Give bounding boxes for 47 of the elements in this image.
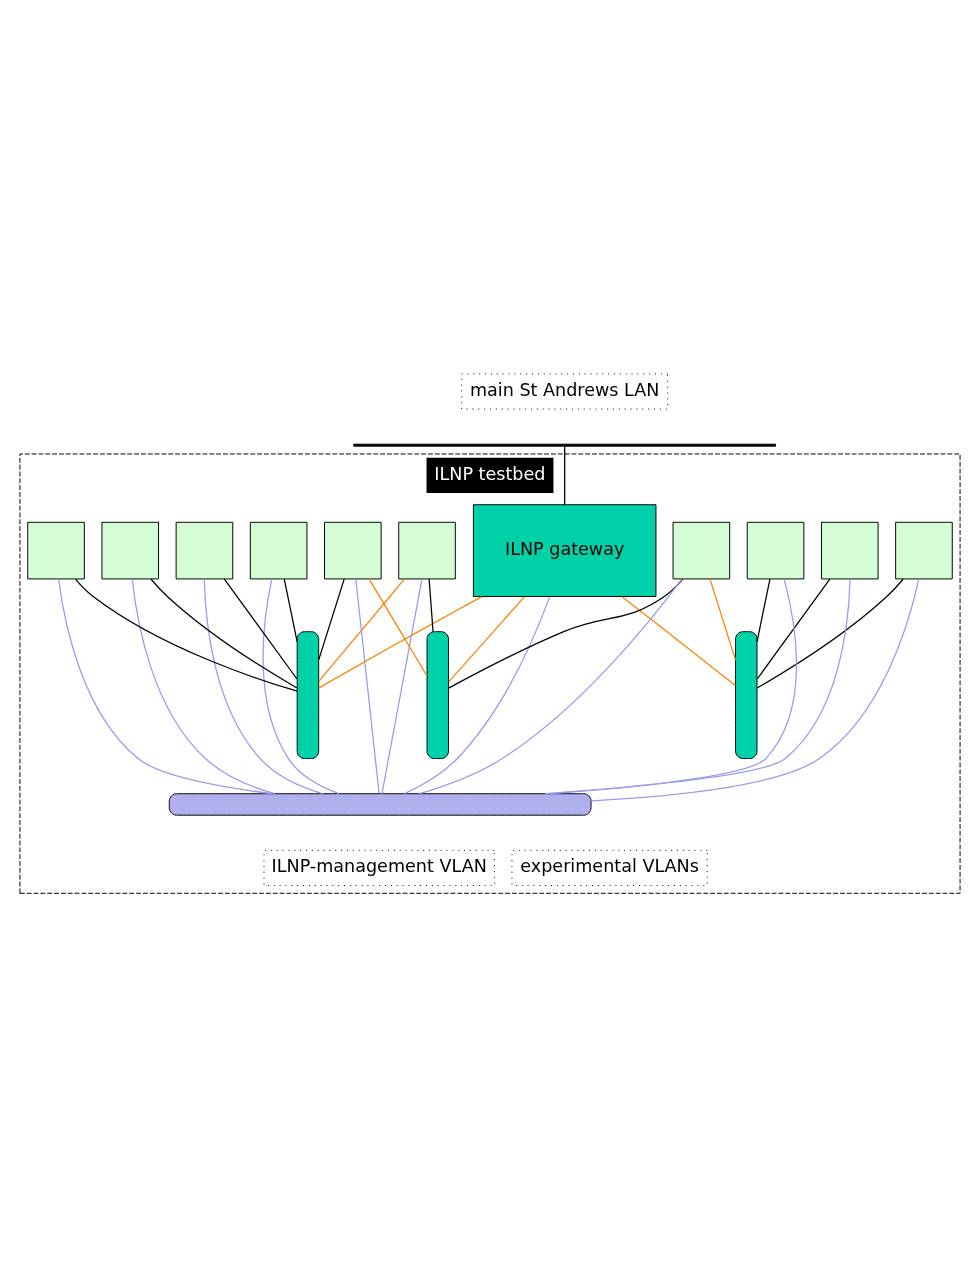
connector bbox=[403, 595, 551, 794]
node-box: ILNP gateway bbox=[472, 503, 657, 597]
connector bbox=[318, 595, 483, 688]
connector bbox=[262, 577, 340, 794]
connector bbox=[74, 577, 298, 692]
node-box bbox=[672, 521, 731, 579]
connector bbox=[756, 577, 831, 680]
connector bbox=[57, 577, 273, 794]
connector bbox=[203, 578, 323, 794]
connector bbox=[709, 577, 737, 661]
connector bbox=[564, 445, 566, 505]
connector bbox=[381, 577, 423, 794]
connector bbox=[368, 577, 428, 676]
node-box bbox=[324, 521, 382, 579]
node-bar bbox=[353, 443, 777, 447]
node-box bbox=[895, 521, 953, 579]
connector bbox=[448, 595, 526, 682]
connector bbox=[418, 577, 683, 794]
connector bbox=[283, 577, 298, 642]
node-box bbox=[820, 521, 879, 579]
connector bbox=[550, 577, 798, 794]
connector bbox=[428, 577, 434, 632]
connector bbox=[150, 578, 298, 689]
connector bbox=[756, 577, 771, 642]
connector bbox=[756, 578, 904, 689]
node-bar bbox=[426, 630, 449, 759]
node-box bbox=[101, 521, 160, 579]
node-bar bbox=[168, 792, 592, 816]
connector bbox=[355, 577, 380, 794]
connector bbox=[131, 578, 276, 794]
node-box: experimental VLANs bbox=[511, 849, 708, 886]
connector bbox=[318, 578, 405, 682]
node-box bbox=[249, 521, 308, 579]
connector bbox=[448, 577, 684, 689]
node-box bbox=[398, 521, 456, 579]
node-box: main St Andrews LAN bbox=[461, 372, 669, 410]
connector bbox=[621, 595, 737, 686]
node-bar bbox=[296, 630, 320, 759]
node-box: ILNP-management VLAN bbox=[263, 849, 495, 886]
connector bbox=[318, 577, 345, 661]
node-bar bbox=[735, 630, 758, 759]
node-box bbox=[27, 521, 85, 579]
node-box bbox=[746, 521, 805, 579]
connector bbox=[223, 577, 298, 680]
connector bbox=[544, 578, 851, 794]
node-box bbox=[175, 521, 234, 579]
connector bbox=[590, 577, 920, 801]
